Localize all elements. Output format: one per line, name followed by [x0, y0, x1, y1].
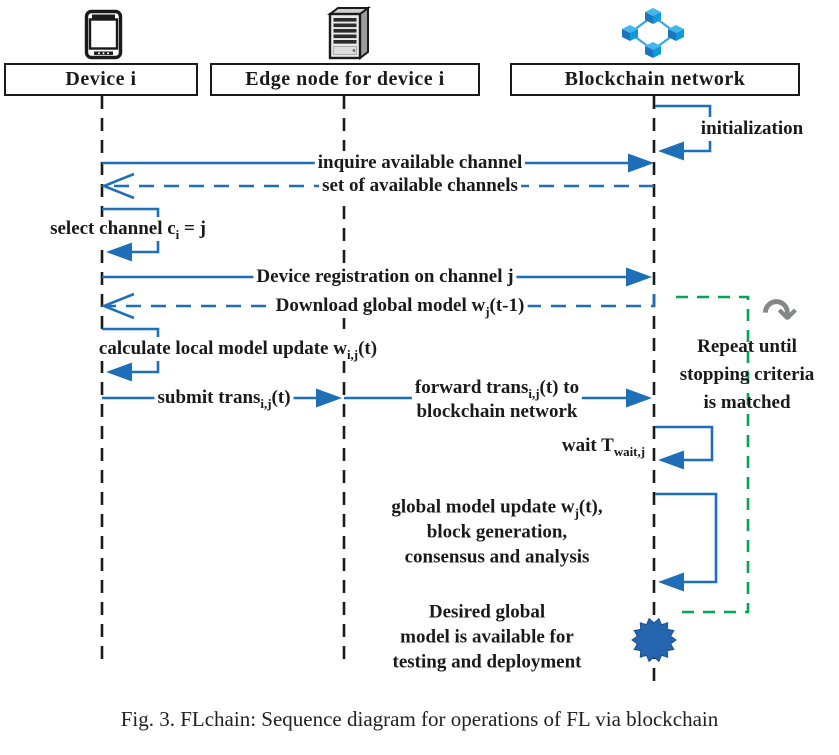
actor-label-edge-node: Edge node for device i: [245, 68, 445, 90]
actor-label-device: Device i: [65, 68, 137, 90]
actor-box-blockchain: Blockchain network: [510, 63, 800, 96]
set-of-channels-arrow: [100, 172, 654, 200]
blockchain-cube-top: [645, 8, 661, 24]
label-initialization: initialization: [697, 117, 807, 141]
blockchain-cube-right: [668, 25, 684, 41]
label-global-update: global model update wj(t),block generati…: [388, 494, 606, 570]
label-download-global-model: Download global model wj(t-1): [272, 294, 528, 318]
figure-caption: Fig. 3. FLchain: Sequence diagram for op…: [120, 707, 719, 731]
blockchain-icon: [622, 8, 684, 58]
wait-loop-arrow: [655, 425, 714, 470]
label-wait: wait Twait,j: [558, 434, 648, 458]
label-device-registration: Device registration on channel j: [253, 265, 517, 289]
label-submit-trans: submit transi,j(t): [154, 386, 294, 410]
actor-box-edge-node: Edge node for device i: [210, 63, 480, 96]
blockchain-cube-bottom: [645, 42, 661, 58]
label-select-channel: select channel ci = j: [47, 217, 209, 241]
label-calculate-update: calculate local model update wi,j(t): [95, 337, 381, 361]
actor-box-device: Device i: [4, 63, 198, 96]
actor-label-blockchain: Blockchain network: [564, 68, 746, 90]
global-update-loop-arrow: [655, 492, 718, 592]
phone-icon: [84, 9, 123, 60]
server-icon: [327, 6, 371, 60]
repeat-icon: ↷: [762, 289, 798, 338]
blockchain-cube-left: [622, 25, 638, 41]
desired-model-badge: [631, 617, 677, 663]
label-inquire-channel: inquire available channel: [314, 151, 526, 175]
repeat-bracket: [676, 295, 750, 614]
label-set-of-channels: set of available channels: [319, 174, 521, 198]
